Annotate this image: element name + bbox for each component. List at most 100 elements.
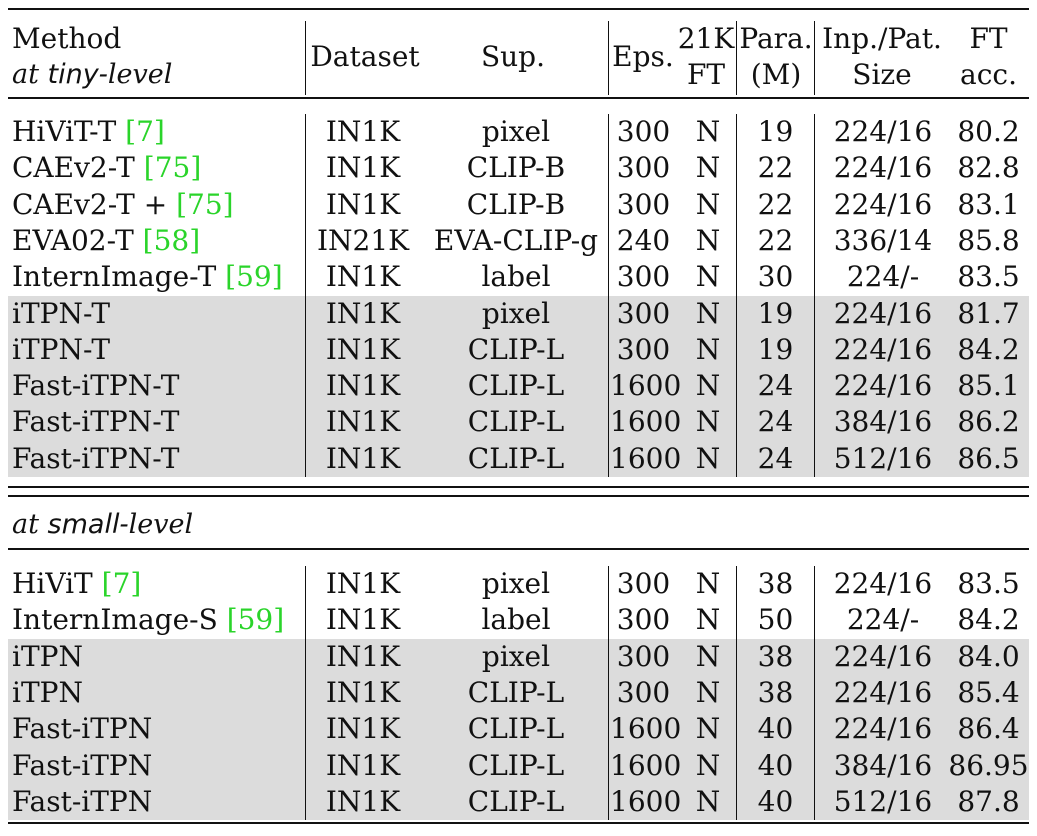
cell-eps: 1600 [610, 405, 682, 439]
cell-inp: 384/16 [833, 405, 933, 439]
vrule-tiny-rows-1 [305, 114, 307, 477]
cell-eps: 240 [616, 223, 671, 257]
cell-acc: 83.5 [957, 260, 1020, 294]
cell-sup: pixel [481, 567, 551, 600]
citation-link[interactable]: [75] [143, 151, 202, 185]
cell-dataset: IN1K [325, 151, 401, 185]
cell-ft21: N [695, 675, 721, 709]
cell-acc: 81.7 [957, 296, 1020, 330]
cell-inp: 512/16 [833, 441, 933, 475]
cell-dataset: IN21K [316, 223, 410, 257]
cell-acc: 86.2 [957, 405, 1020, 439]
vrule-tiny-rows-3 [736, 114, 738, 477]
section-rule-bottom [8, 495, 1029, 497]
citation-link[interactable]: [75] [176, 187, 234, 221]
cell-dataset: IN1K [325, 296, 401, 330]
bottom-rule [8, 822, 1029, 825]
method-name: iTPN-T [12, 296, 111, 330]
header-ft21-line1: 21K [677, 22, 735, 55]
citation-link[interactable]: [7] [125, 115, 165, 148]
cell-sup: pixel [481, 639, 551, 673]
cell-eps: 300 [616, 151, 671, 185]
header-sup: Sup. [480, 40, 546, 73]
cell-para: 40 [757, 784, 794, 818]
cell-ft21: N [695, 223, 721, 257]
cell-para: 38 [757, 567, 794, 600]
cell-sup: CLIP-L [467, 748, 565, 782]
top-rule [8, 8, 1029, 11]
cell-method: CAEv2-T + [75] [12, 187, 234, 224]
header-inp-line2: Size [852, 58, 912, 91]
cell-para: 38 [757, 675, 794, 709]
header-ft21-line2: FT [686, 58, 726, 91]
vrule-header-1 [305, 21, 307, 95]
cell-method: iTPN-T [12, 332, 110, 369]
cell-sup: CLIP-B [466, 187, 566, 221]
cell-dataset: IN1K [325, 748, 401, 782]
method-name: Fast-iTPN-T [12, 441, 180, 475]
cell-inp: 224/16 [833, 296, 933, 330]
cell-eps: 1600 [610, 712, 682, 746]
cell-sup: CLIP-L [467, 675, 565, 709]
method-name: HiViT [12, 567, 102, 600]
cell-method: HiViT [7] [12, 566, 141, 603]
cell-inp: 224/16 [833, 639, 933, 673]
cell-para: 24 [757, 441, 794, 475]
cell-inp: 224/16 [833, 369, 933, 403]
cell-acc: 86.4 [957, 712, 1020, 746]
cell-para: 19 [757, 296, 794, 330]
cell-dataset: IN1K [325, 332, 401, 366]
cell-acc: 85.4 [957, 675, 1020, 709]
cell-sup: label [481, 260, 551, 294]
citation-link[interactable]: [59] [226, 603, 285, 637]
header-para-line1: Para. [739, 22, 813, 55]
method-name: InternImage-S [12, 603, 227, 637]
vrule-header-3 [736, 21, 738, 95]
cell-dataset: IN1K [325, 441, 401, 475]
cell-inp: 224/- [846, 260, 920, 294]
cell-method: Fast-iTPN [12, 784, 152, 821]
method-name: CAEv2-T [12, 151, 144, 185]
cell-para: 50 [757, 603, 794, 637]
cell-sup: pixel [481, 296, 551, 330]
cell-ft21: N [695, 332, 721, 366]
method-name: Fast-iTPN [12, 712, 153, 746]
cell-inp: 224/16 [833, 115, 933, 148]
cell-dataset: IN1K [325, 639, 401, 673]
method-name: Fast-iTPN [12, 748, 153, 782]
cell-method: InternImage-S [59] [12, 602, 284, 639]
vrule-small-rows-4 [814, 566, 816, 821]
vrule-small-rows-2 [608, 566, 610, 821]
cell-inp: 224/- [846, 603, 920, 637]
level-word: tiny [47, 59, 99, 90]
citation-link[interactable]: [7] [101, 567, 142, 600]
cell-eps: 300 [616, 332, 671, 366]
cell-method: EVA02-T [58] [12, 223, 200, 260]
small-level-suffix: -level [119, 509, 194, 540]
citation-link[interactable]: [58] [142, 223, 201, 257]
cell-acc: 82.8 [957, 151, 1020, 185]
cell-ft21: N [695, 260, 721, 294]
cell-para: 19 [757, 332, 794, 366]
header-acc-line2: acc. [960, 58, 1017, 91]
cell-dataset: IN1K [325, 260, 401, 294]
cell-acc: 83.5 [957, 567, 1020, 600]
tiny-level-label: at tiny-level [12, 57, 172, 92]
method-name: iTPN [12, 675, 83, 709]
cell-eps: 300 [616, 639, 671, 673]
vrule-header-4 [814, 21, 816, 95]
header-para-line2: (M) [750, 58, 802, 91]
citation-link[interactable]: [59] [225, 260, 283, 294]
cell-eps: 300 [616, 260, 671, 294]
cell-method: CAEv2-T [75] [12, 150, 201, 187]
cell-ft21: N [695, 405, 721, 439]
